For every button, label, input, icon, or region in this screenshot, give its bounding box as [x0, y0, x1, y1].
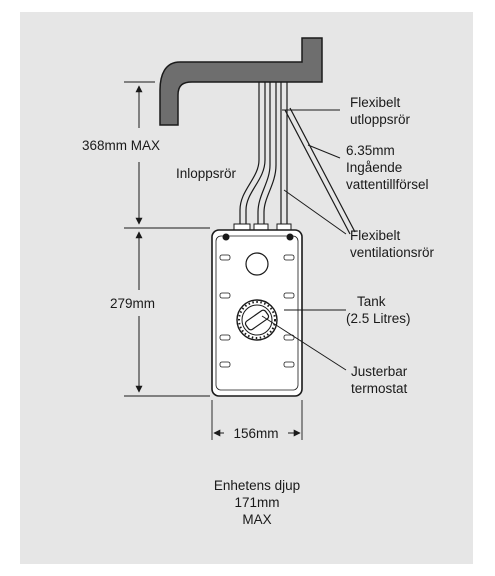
label-supply-line3: vattentillförsel — [346, 177, 429, 192]
label-supply-line1: 6.35mm — [346, 143, 395, 158]
dimension-height-tank — [124, 227, 210, 397]
label-depth-line2: 171mm — [234, 495, 279, 510]
leader-thermostat — [261, 315, 347, 371]
tank-top-port — [245, 252, 269, 276]
supply-pipe — [284, 107, 356, 235]
label-thermostat-line2: termostat — [351, 381, 408, 396]
leader-supply — [307, 144, 341, 159]
label-vent-line1: Flexibelt — [350, 228, 401, 243]
label-outlet-line1: Flexibelt — [350, 95, 401, 110]
label-height-max: 368mm MAX — [82, 138, 160, 153]
outlet-pipe — [257, 82, 277, 228]
leader-vent — [283, 189, 347, 235]
dimension-width — [211, 400, 303, 440]
label-height-tank: 279mm — [110, 296, 155, 311]
label-vent-line2: ventilationsrör — [350, 245, 435, 260]
label-tank-line2: (2.5 Litres) — [346, 311, 411, 326]
label-inlet: Inloppsrör — [176, 166, 237, 181]
label-thermostat-line1: Justerbar — [351, 364, 408, 379]
label-depth-line3: MAX — [242, 512, 271, 527]
faucet-spout — [159, 37, 323, 126]
label-width: 156mm — [233, 426, 278, 441]
inlet-pipe — [239, 82, 266, 228]
thermostat-dial — [236, 299, 278, 341]
label-supply-line2: Ingående — [346, 160, 402, 175]
label-tank-line1: Tank — [357, 294, 386, 309]
label-depth-line1: Enhetens djup — [214, 478, 300, 493]
dimension-height-max — [124, 81, 155, 225]
vent-pipe — [280, 82, 288, 228]
label-outlet-line2: utloppsrör — [350, 112, 411, 127]
